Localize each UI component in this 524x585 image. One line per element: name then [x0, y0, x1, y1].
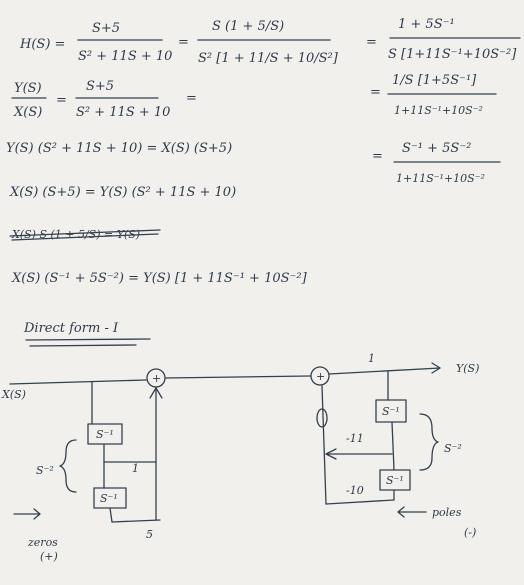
h-equals-2: = — [178, 35, 189, 50]
right-tap-line-2 — [391, 421, 395, 471]
minus11-arrow — [325, 448, 337, 460]
zeros-brace-label: S⁻² — [36, 464, 54, 477]
poles-delay-box-1 — [375, 399, 407, 423]
h2-denominator: S² [1 + 11/S + 10/S²] — [198, 51, 339, 66]
right-summer — [310, 366, 330, 386]
zeros-sign: (+) — [40, 550, 58, 563]
r-equals-4: = — [370, 85, 381, 100]
zeros-label: zeros — [27, 536, 58, 549]
r5-numerator: S⁻¹ + 5S⁻² — [402, 141, 471, 156]
zeros-brace — [59, 439, 77, 493]
feedback-sum-line — [321, 385, 327, 505]
ratio-equals: = — [56, 93, 67, 108]
poles-arrow — [397, 506, 427, 518]
intermediate-line — [164, 375, 311, 379]
output-label: Y(S) — [456, 362, 479, 375]
feedforward-arrow — [149, 387, 163, 399]
left-summer-plus: + — [152, 372, 161, 385]
heading-underline — [25, 338, 151, 347]
minus10-path — [325, 499, 395, 505]
output-arrow — [431, 362, 441, 374]
zeros-delay-box-1 — [87, 423, 123, 445]
poles-sign: (-) — [464, 526, 476, 539]
r4-denominator: 1+11S⁻¹+10S⁻² — [394, 104, 483, 117]
input-label: X(S) — [1, 388, 26, 401]
gain-minus11-label: -11 — [346, 432, 364, 445]
ratio-equals-2: = — [186, 91, 197, 106]
derivation-line-1: Y(S) (S² + 11S + 10) = X(S) (S+5) — [6, 141, 232, 156]
h3-numerator: 1 + 5S⁻¹ — [398, 17, 455, 32]
feedback-node-mark — [316, 408, 328, 428]
output-line — [328, 367, 441, 375]
gain-five-path — [111, 519, 161, 523]
poles-brace — [419, 413, 439, 471]
derivation-line-3-struck: X(S) S (1 + 5/S) = Y(S) — [11, 228, 140, 241]
input-line — [9, 379, 147, 385]
direct-form-heading: Direct form - I — [23, 321, 119, 336]
ratio-numerator: Y(S) — [14, 81, 42, 96]
right-summer-plus: + — [316, 370, 325, 383]
gain-minus10-label: -10 — [346, 484, 364, 497]
strike-through-marks — [9, 229, 161, 241]
h-denominator: S² + 11S + 10 — [78, 49, 172, 64]
h-numerator: S+5 — [92, 21, 120, 36]
ratio-denominator: X(S) — [13, 105, 42, 120]
poles-delay-2-label: S⁻¹ — [386, 474, 404, 487]
gain-one-left-label: 1 — [132, 462, 139, 475]
ratio-rhs-numerator: S+5 — [86, 79, 114, 94]
poles-delay-box-2 — [379, 469, 411, 491]
h2-numerator: S (1 + 5/S) — [212, 19, 284, 34]
left-tap-line-3 — [109, 507, 113, 523]
r-equals-5: = — [372, 149, 383, 164]
zeros-delay-1-label: S⁻¹ — [96, 428, 114, 441]
r4-numerator: 1/S [1+5S⁻¹] — [392, 73, 477, 88]
h-equals-3: = — [366, 35, 377, 50]
h-lhs: H(S) = — [19, 37, 65, 52]
r5-denominator: 1+11S⁻¹+10S⁻² — [396, 172, 485, 185]
derivation-line-2: X(S) (S+5) = Y(S) (S² + 11S + 10) — [9, 185, 236, 200]
poles-brace-label: S⁻² — [444, 442, 462, 455]
poles-delay-1-label: S⁻¹ — [382, 405, 400, 418]
ratio-rhs-denominator: S² + 11S + 10 — [76, 105, 170, 120]
poles-label: poles — [432, 506, 462, 519]
zeros-delay-2-label: S⁻¹ — [100, 492, 118, 505]
derivation-line-4: X(S) (S⁻¹ + 5S⁻²) = Y(S) [1 + 11S⁻¹ + 10… — [11, 271, 308, 286]
h3-denominator: S [1+11S⁻¹+10S⁻²] — [388, 47, 517, 62]
gain-one-right-label: 1 — [368, 352, 375, 365]
gain-five-label: 5 — [146, 528, 153, 541]
zeros-arrow — [13, 508, 41, 520]
